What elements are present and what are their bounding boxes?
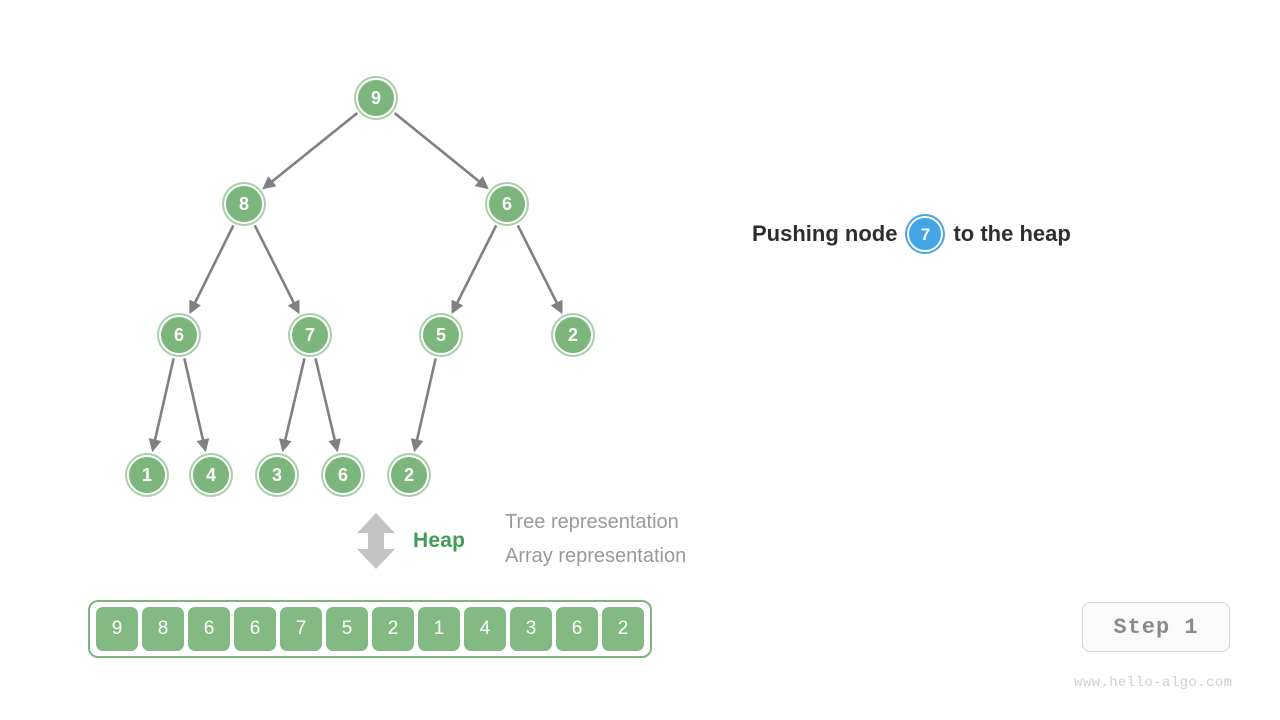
tree-node: 9: [356, 78, 396, 118]
tree-node: 1: [127, 455, 167, 495]
tree-node: 6: [159, 315, 199, 355]
array-cell: 2: [372, 607, 414, 651]
tree-edge: [279, 358, 306, 453]
heading-prefix-text: Pushing node: [752, 221, 898, 246]
tree-edge: [410, 358, 437, 453]
array-cell: 3: [510, 607, 552, 651]
up-down-arrow-icon: [357, 513, 395, 569]
array-cell: 9: [96, 607, 138, 651]
tree-node: 2: [389, 455, 429, 495]
array-cell: 7: [280, 607, 322, 651]
tree-edge: [148, 358, 175, 453]
tree-edge: [183, 358, 210, 453]
tree-node: 3: [257, 455, 297, 495]
tree-edge: [253, 224, 300, 315]
array-cell: 2: [602, 607, 644, 651]
array-cell: 4: [464, 607, 506, 651]
tree-edge: [189, 224, 235, 315]
array-cell: 5: [326, 607, 368, 651]
array-cell: 8: [142, 607, 184, 651]
array-cell: 1: [418, 607, 460, 651]
tree-node: 2: [553, 315, 593, 355]
tree-edge: [516, 224, 563, 315]
representation-labels: Tree representation Array representation: [505, 512, 686, 566]
tree-node: 8: [224, 184, 264, 224]
tree-edge: [262, 112, 359, 190]
tree-node: 6: [323, 455, 363, 495]
heap-legend: Heap: [355, 512, 465, 570]
array-cell: 6: [188, 607, 230, 651]
array-representation-label: Array representation: [505, 545, 687, 567]
array-cell: 6: [556, 607, 598, 651]
tree-edge-group: [148, 112, 563, 453]
tree-edge: [314, 358, 341, 453]
operation-heading: Pushing node 7 to the heap: [752, 216, 1071, 252]
pushed-node-badge: 7: [907, 216, 944, 252]
tree-node: 6: [487, 184, 527, 224]
tree-node: 7: [290, 315, 330, 355]
tree-representation-label: Tree representation: [505, 511, 679, 533]
tree-node: 5: [421, 315, 461, 355]
array-cell: 6: [234, 607, 276, 651]
tree-node: 4: [191, 455, 231, 495]
step-badge: Step 1: [1082, 602, 1230, 652]
heading-suffix-text: to the heap: [953, 221, 1071, 246]
tree-edge: [451, 224, 498, 315]
watermark: www.hello-algo.com: [1074, 675, 1233, 691]
heap-label: Heap: [413, 529, 466, 552]
tree-edge: [393, 112, 489, 190]
